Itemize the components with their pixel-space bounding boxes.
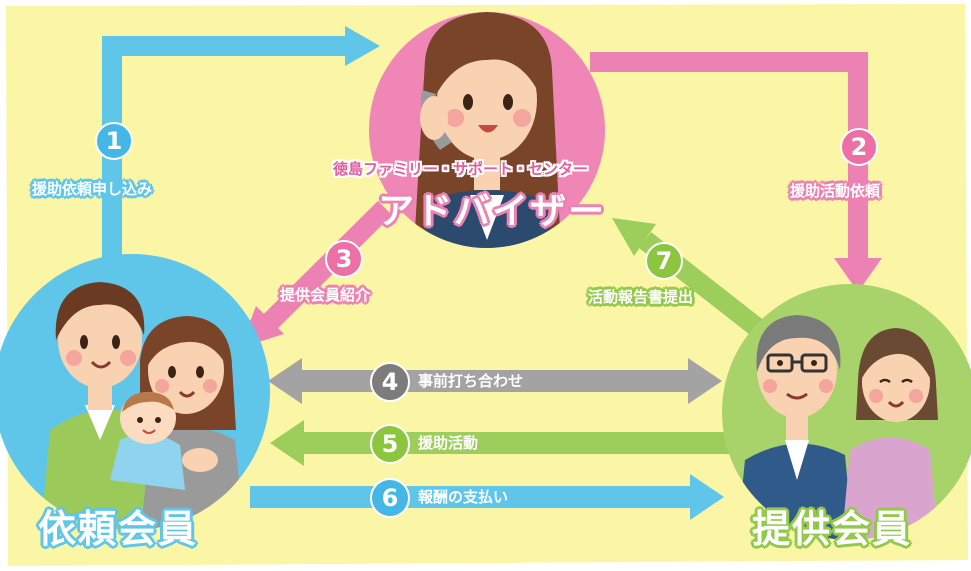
step-7-label: 活動報告書提出 bbox=[588, 288, 694, 306]
arrow-1 bbox=[102, 26, 380, 330]
step-6-badge: 6 bbox=[370, 478, 410, 518]
requester-illustration bbox=[0, 254, 270, 530]
provider-illustration bbox=[722, 284, 971, 540]
step-1-label: 援助依頼申し込み bbox=[32, 180, 153, 198]
step-4-badge: 4 bbox=[370, 362, 410, 402]
step-4-label: 事前打ち合わせ bbox=[418, 372, 524, 390]
step-6-label: 報酬の支払い bbox=[418, 488, 509, 506]
step-1-badge: 1 bbox=[95, 122, 133, 160]
provider-title: 提供会員 bbox=[752, 507, 913, 551]
step-3-label: 提供会員紹介 bbox=[280, 286, 371, 304]
requester-title: 依頼会員 bbox=[38, 507, 199, 551]
step-5-badge: 5 bbox=[370, 424, 410, 464]
step-7-badge: 7 bbox=[645, 242, 683, 280]
arrow-6 bbox=[250, 474, 724, 520]
advisor-title: アドバイザー bbox=[378, 191, 607, 232]
arrow-2 bbox=[590, 52, 882, 292]
step-2-label: 援助活動依頼 bbox=[790, 182, 881, 200]
step-5-label: 援助活動 bbox=[418, 434, 479, 452]
advisor-illustration bbox=[369, 12, 605, 248]
advisor-org-label: 徳島ファミリー・サポート・センター bbox=[333, 160, 589, 178]
step-3-badge: 3 bbox=[325, 240, 363, 278]
step-2-badge: 2 bbox=[840, 128, 878, 166]
